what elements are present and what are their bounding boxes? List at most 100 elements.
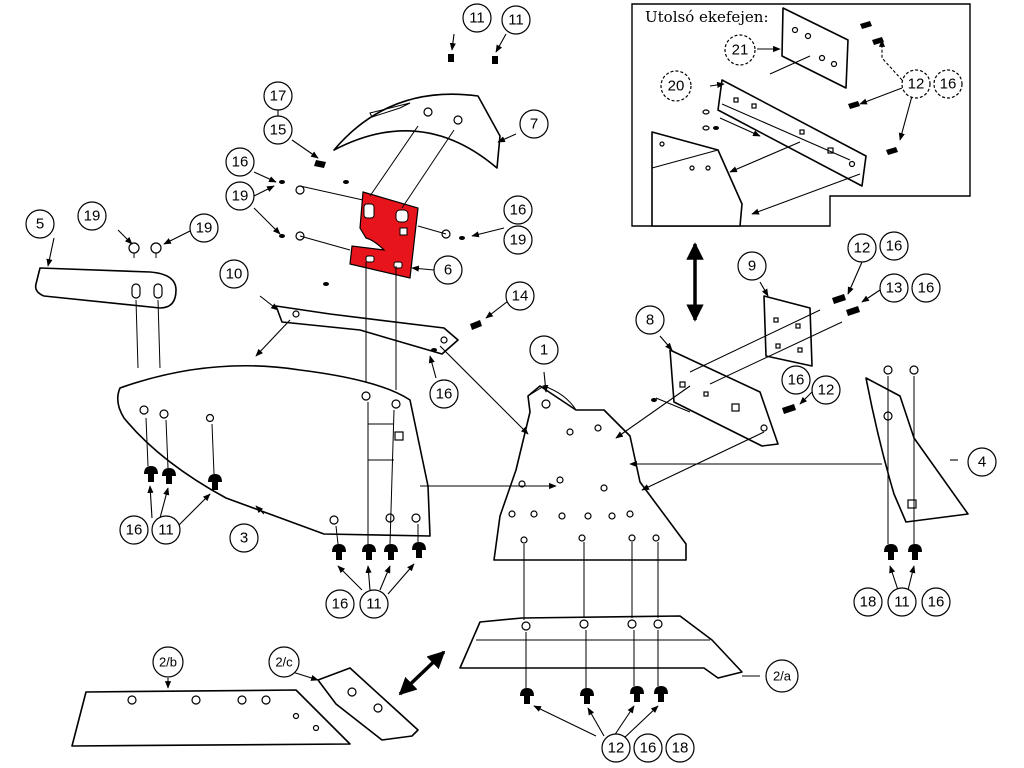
label-12: 12: [854, 240, 871, 257]
callout-16: 16: [933, 69, 963, 99]
part-21-plate: [781, 7, 849, 89]
label-16: 16: [640, 740, 657, 757]
callout-11: 11: [359, 589, 389, 619]
label-11: 11: [469, 10, 485, 27]
callout-16: 16: [503, 195, 533, 225]
label-11: 11: [894, 594, 910, 611]
label-19: 19: [510, 232, 527, 249]
part-3-mouldboard: [116, 364, 431, 537]
callout-16: 16: [225, 147, 255, 177]
callout-14: 14: [505, 281, 535, 311]
label-3: 3: [240, 530, 248, 547]
callout-19: 19: [189, 213, 219, 243]
label-14: 14: [512, 288, 529, 305]
callout-7: 7: [519, 109, 549, 139]
label-6: 6: [444, 262, 452, 279]
callout-5: 5: [25, 209, 55, 239]
label-16: 16: [928, 594, 945, 611]
callout-12: 12: [601, 733, 631, 763]
label-17: 17: [270, 88, 287, 105]
label-11: 11: [158, 522, 174, 539]
part-4-landside: [865, 377, 969, 523]
label-10: 10: [226, 266, 243, 283]
share-link-arrow: [398, 650, 446, 696]
callout-16: 16: [119, 515, 149, 545]
callout-3: 3: [229, 523, 259, 553]
callout-4: 4: [967, 447, 997, 477]
callout-17: 17: [263, 81, 293, 111]
label-5: 5: [36, 216, 44, 233]
callout-13: 13: [879, 273, 909, 303]
callout-18: 18: [853, 587, 883, 617]
callout-16: 16: [781, 365, 811, 395]
label-18: 18: [860, 594, 877, 611]
label-1: 1: [540, 342, 548, 359]
label-2c: 2/c: [275, 655, 293, 670]
label-16: 16: [126, 522, 143, 539]
callout-12: 12: [901, 69, 931, 99]
label-4: 4: [978, 454, 986, 471]
callout-19: 19: [225, 181, 255, 211]
label-16: 16: [918, 280, 935, 297]
callout-labels: 11 11 17 15 7 16 19 16 19 6 5 19 19 10 1…: [25, 3, 997, 763]
callout-16: 16: [633, 733, 663, 763]
part-20-bar: [717, 79, 867, 187]
label-12: 12: [908, 76, 925, 93]
part-7-curved-bar: [333, 93, 501, 169]
label-20: 20: [668, 78, 685, 95]
callout-18: 18: [665, 733, 695, 763]
part-8-bar: [669, 349, 779, 447]
label-16: 16: [232, 154, 249, 171]
callout-19: 19: [503, 225, 533, 255]
callout-11: 11: [151, 515, 181, 545]
label-16: 16: [332, 596, 349, 613]
callout-21: 21: [724, 34, 756, 66]
callout-12: 12: [847, 233, 877, 263]
label-15: 15: [270, 122, 287, 139]
callout-2b: 2/b: [152, 646, 184, 678]
label-12: 12: [818, 382, 835, 399]
label-21: 21: [732, 42, 749, 59]
part-2a-share: [459, 615, 743, 679]
part-6-red-plate: [349, 191, 419, 279]
label-8: 8: [646, 312, 654, 329]
label-11: 11: [366, 596, 382, 613]
callout-16: 16: [921, 587, 951, 617]
label-13: 13: [886, 280, 903, 297]
label-7: 7: [530, 116, 538, 133]
label-9: 9: [748, 258, 756, 275]
part-5-bracket: [34, 267, 177, 309]
inset-title: Utolsó ekefejen:: [645, 8, 769, 26]
label-19: 19: [232, 188, 249, 205]
inset-moldboard: [651, 131, 743, 227]
bolts-and-nuts: [144, 54, 922, 704]
inset-last-plough-body: Utolsó ekefejen:: [631, 3, 971, 227]
label-16: 16: [940, 76, 957, 93]
assembly-lines: [145, 125, 915, 688]
callout-19: 19: [77, 201, 107, 231]
callout-11: 11: [501, 5, 531, 35]
label-18: 18: [672, 740, 689, 757]
label-2b: 2/b: [159, 655, 177, 670]
callout-16: 16: [911, 273, 941, 303]
callout-8: 8: [635, 305, 665, 335]
callout-6: 6: [433, 255, 463, 285]
label-2a: 2/a: [773, 669, 792, 684]
callout-11: 11: [462, 3, 492, 33]
callout-15: 15: [263, 115, 293, 145]
label-12: 12: [608, 740, 625, 757]
label-19: 19: [196, 220, 213, 237]
callout-12: 12: [811, 375, 841, 405]
callout-11: 11: [887, 587, 917, 617]
part-2c-share-point: [317, 667, 419, 741]
callout-20: 20: [660, 70, 692, 102]
callout-9: 9: [737, 251, 767, 281]
label-16: 16: [886, 238, 903, 255]
callout-1: 1: [529, 335, 559, 365]
label-19: 19: [84, 208, 101, 225]
callout-10: 10: [219, 259, 249, 289]
label-16: 16: [436, 386, 453, 403]
callout-2a: 2/a: [765, 659, 799, 693]
label-11: 11: [508, 12, 524, 29]
